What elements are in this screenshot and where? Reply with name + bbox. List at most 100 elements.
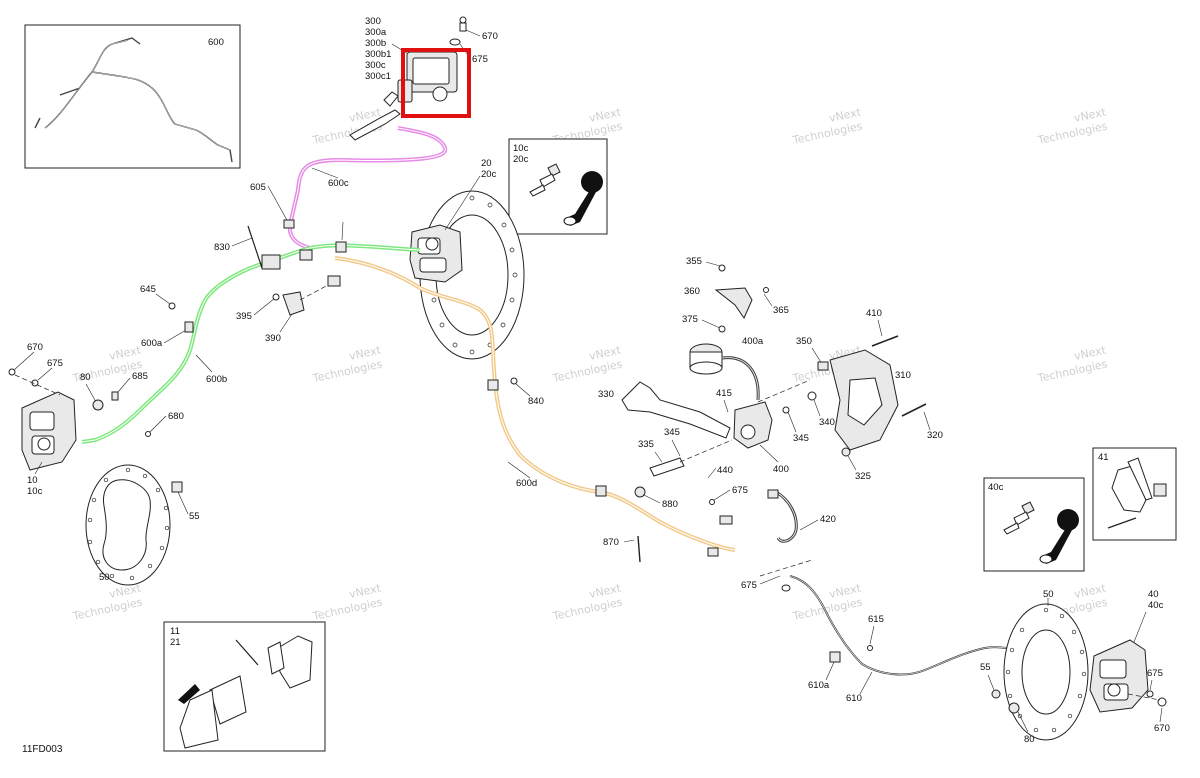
- watermark: vNext Technologies: [551, 343, 624, 385]
- label-420: 420: [820, 514, 836, 525]
- label-600: 600: [208, 37, 224, 48]
- label-600a: 600a: [141, 338, 163, 349]
- label-600b: 600b: [206, 374, 227, 385]
- label-415: 415: [716, 388, 732, 399]
- hose-clips-center[interactable]: 840 880 870: [510, 377, 678, 563]
- label-300: 300: [365, 16, 381, 27]
- label-605: 605: [250, 182, 266, 193]
- label-350: 350: [796, 336, 812, 347]
- svg-text:Technologies: Technologies: [791, 119, 864, 147]
- label-20: 20: [481, 158, 492, 169]
- label-610a: 610a: [808, 680, 830, 691]
- diagram-code: 11FD003: [22, 744, 63, 755]
- label-80-rear: 80: [1024, 734, 1035, 745]
- watermark: vNext Technologies: [791, 105, 864, 147]
- label-40: 40: [1148, 589, 1159, 600]
- rear-caliper[interactable]: 40 40c 675 670: [1089, 589, 1170, 734]
- svg-text:Technologies: Technologies: [551, 357, 624, 385]
- brake-hose-600c[interactable]: 600c: [287, 126, 448, 250]
- label-330: 330: [598, 389, 614, 400]
- label-300c1: 300c1: [365, 71, 391, 82]
- label-675-left: 675: [47, 358, 63, 369]
- label-870: 870: [603, 537, 619, 548]
- junction-hardware[interactable]: 605 830 645 395 390: [140, 182, 347, 344]
- label-310: 310: [895, 370, 911, 381]
- label-395: 395: [236, 311, 252, 322]
- inset-box-600[interactable]: 600: [24, 24, 241, 169]
- label-675-rear: 675: [741, 580, 757, 591]
- svg-text:Technologies: Technologies: [311, 357, 384, 385]
- label-10: 10: [27, 475, 38, 486]
- label-320: 320: [927, 430, 943, 441]
- label-55-left: 55: [189, 511, 200, 522]
- watermark: vNext Technologies: [551, 581, 624, 623]
- label-675-rear-caliper: 675: [1147, 668, 1163, 679]
- label-670-rear: 670: [1154, 723, 1170, 734]
- label-610: 610: [846, 693, 862, 704]
- label-670-left: 670: [27, 342, 43, 353]
- watermark: vNext Technologies: [71, 581, 144, 623]
- label-340: 340: [819, 417, 835, 428]
- bleeder-cap-icon: [563, 171, 603, 226]
- brake-pad-icon: [179, 635, 313, 749]
- label-50-rear: 50: [1043, 589, 1054, 600]
- front-left-caliper[interactable]: 10 10c 670 675 80 685 680: [8, 342, 184, 497]
- front-left-disc[interactable]: 55 50: [85, 464, 200, 586]
- svg-text:Technologies: Technologies: [791, 595, 864, 623]
- label-880: 880: [662, 499, 678, 510]
- label-670-top: 670: [482, 31, 498, 42]
- label-410: 410: [866, 308, 882, 319]
- label-300b1: 300b1: [365, 49, 391, 60]
- label-390: 390: [265, 333, 281, 344]
- brake-hose-600b[interactable]: 600b 600a: [81, 243, 421, 444]
- front-right-caliper[interactable]: 20 20c: [409, 158, 497, 283]
- brake-hose-600d[interactable]: 600d: [334, 256, 736, 557]
- inset-box-bleeder-rear[interactable]: 40c: [983, 477, 1085, 572]
- rear-brake-hose-420[interactable]: 675 420 675: [709, 485, 836, 592]
- label-680: 680: [168, 411, 184, 422]
- label-365: 365: [773, 305, 789, 316]
- label-675-top: 675: [472, 54, 488, 65]
- label-685: 685: [132, 371, 148, 382]
- svg-text:Technologies: Technologies: [551, 595, 624, 623]
- label-840: 840: [528, 396, 544, 407]
- bleeder-screw-icon: [529, 163, 561, 197]
- bleeder-screw-icon: [1003, 501, 1035, 535]
- inset-box-rear-pads[interactable]: 41: [1092, 447, 1177, 541]
- label-440: 440: [717, 465, 733, 476]
- watermark: vNext Technologies: [311, 343, 384, 385]
- label-600c: 600c: [328, 178, 349, 189]
- label-20c: 20c: [481, 169, 497, 180]
- label-830: 830: [214, 242, 230, 253]
- label-20c-box: 20c: [513, 154, 529, 165]
- inset-box-bleeder-front[interactable]: 10c 20c: [508, 138, 608, 235]
- svg-text:Technologies: Technologies: [1036, 357, 1109, 385]
- label-21: 21: [170, 637, 181, 648]
- watermark: vNext Technologies: [1036, 105, 1109, 147]
- handlebar-master-cylinder[interactable]: 300 300a 300b 300b1 300c 300c1 670 675: [349, 16, 498, 141]
- watermark: vNext Technologies: [311, 581, 384, 623]
- label-11: 11: [170, 626, 180, 637]
- label-40c-box: 40c: [988, 482, 1004, 493]
- highlight-box: [401, 48, 471, 118]
- label-335: 335: [638, 439, 654, 450]
- label-615: 615: [868, 614, 884, 625]
- label-80-left: 80: [80, 372, 91, 383]
- label-41: 41: [1098, 452, 1109, 463]
- svg-text:Technologies: Technologies: [311, 595, 384, 623]
- inset-box-front-pads[interactable]: 11 21: [163, 621, 326, 752]
- watermark: vNext Technologies: [791, 581, 864, 623]
- bleeder-cap-icon: [1039, 509, 1079, 564]
- label-40c: 40c: [1148, 600, 1164, 611]
- label-645: 645: [140, 284, 156, 295]
- label-360: 360: [684, 286, 700, 297]
- rear-disc[interactable]: 50 55 80: [980, 589, 1089, 745]
- rear-brake-pedal-assembly[interactable]: 355 360 365 375 400a 330 415 400 345 345…: [598, 256, 943, 482]
- svg-text:Technologies: Technologies: [1036, 119, 1109, 147]
- label-300a: 300a: [365, 27, 387, 38]
- brake-pad-icon: [1107, 457, 1167, 529]
- rear-brake-line-610[interactable]: 615 610a 610: [789, 575, 1061, 704]
- label-10c: 10c: [27, 486, 43, 497]
- label-400a: 400a: [742, 336, 764, 347]
